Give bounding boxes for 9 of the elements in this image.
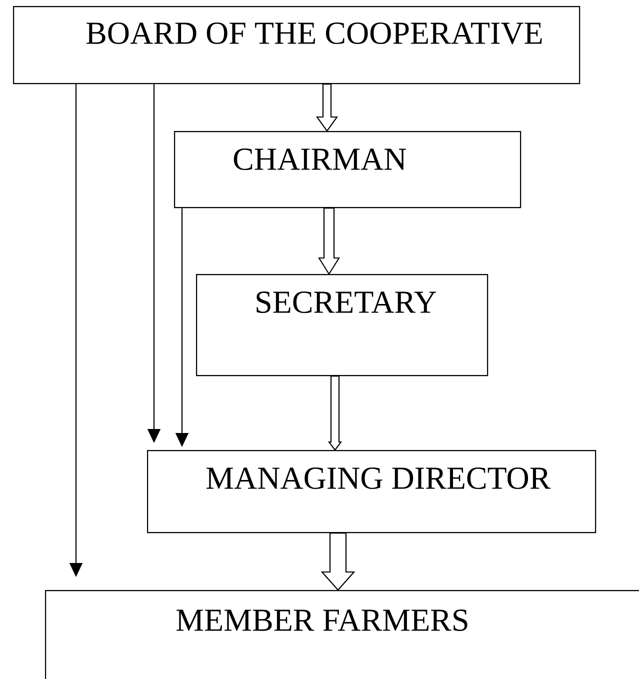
- org-box: SECRETARY: [196, 274, 488, 376]
- org-box: MANAGING DIRECTOR: [147, 450, 596, 534]
- org-box: MEMBER FARMERS: [45, 590, 639, 679]
- org-box: BOARD OF THE COOPERATIVE: [13, 6, 580, 84]
- hollow-arrow: [328, 376, 342, 451]
- org-box: CHAIRMAN: [174, 131, 522, 208]
- hollow-arrow: [316, 84, 338, 132]
- hollow-arrow: [318, 208, 340, 276]
- hollow-arrow: [320, 532, 356, 591]
